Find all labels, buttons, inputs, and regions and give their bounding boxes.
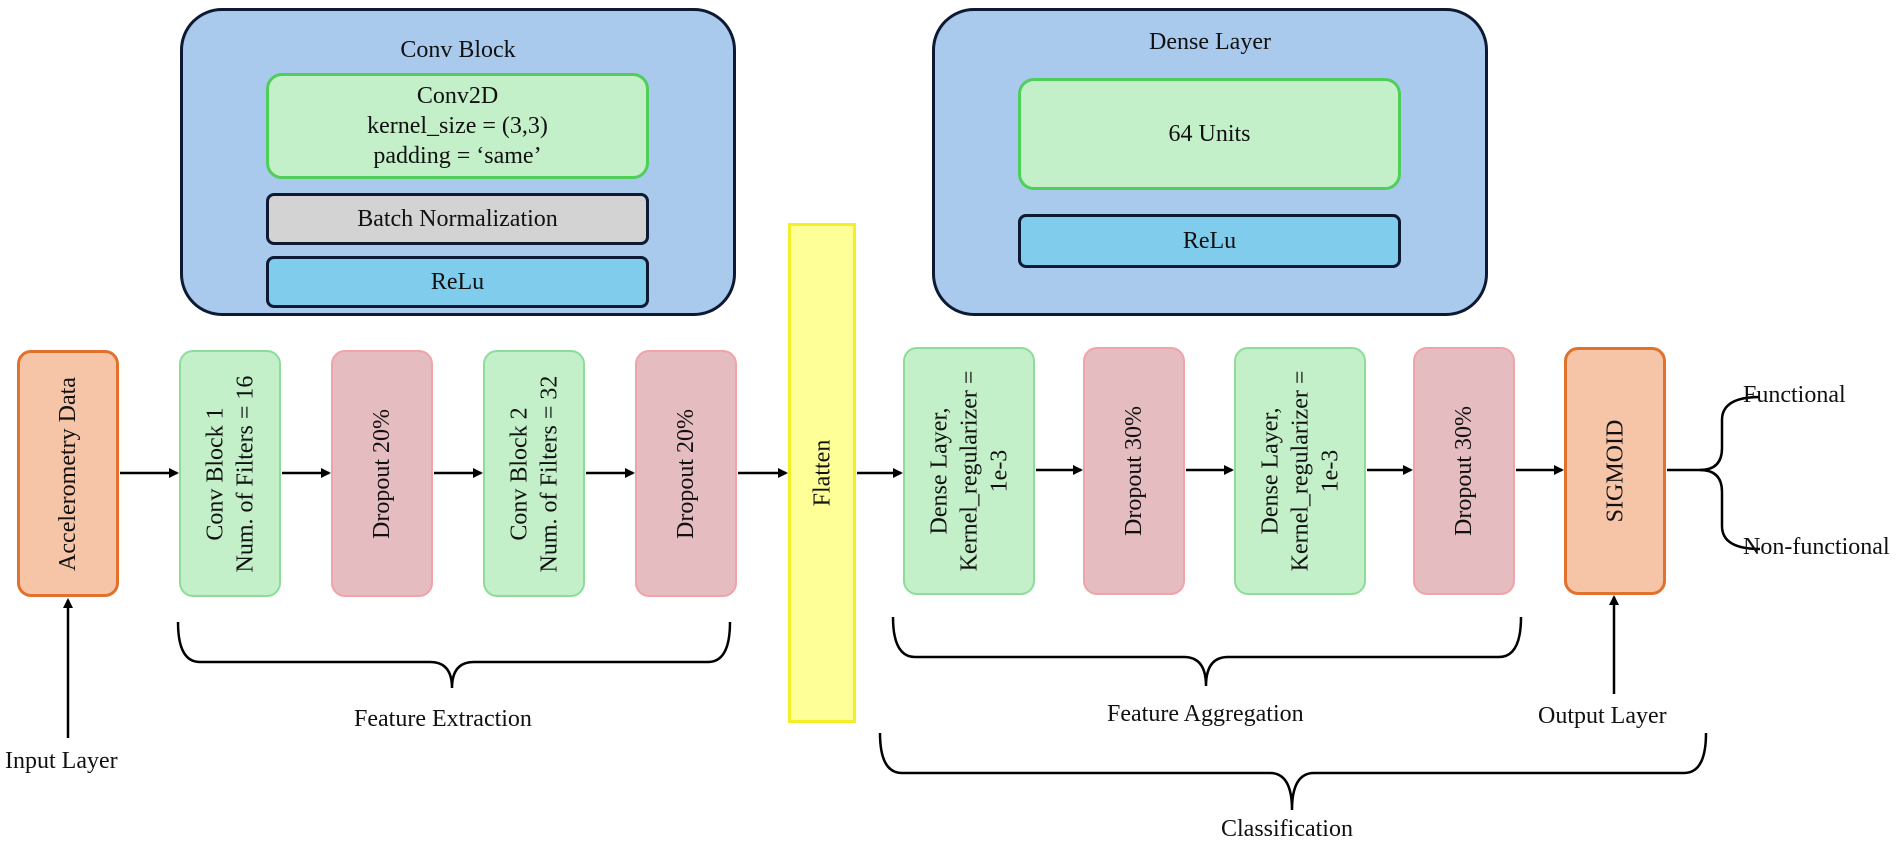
feature-aggregation-label: Feature Aggregation bbox=[1107, 701, 1304, 727]
dense-relu-box: ReLu bbox=[1018, 214, 1401, 268]
sigmoid-box: SIGMOID bbox=[1564, 347, 1666, 595]
accelerometry-data-box: Accelerometry Data bbox=[17, 350, 119, 597]
conv2d-line-1: Conv2D bbox=[416, 83, 499, 109]
brace-classification bbox=[878, 732, 1708, 811]
dense-units-box: 64 Units bbox=[1018, 78, 1401, 190]
conv2d-line-2: kernel_size = (3,3) bbox=[367, 113, 548, 139]
conv-block-title: Conv Block bbox=[400, 37, 516, 63]
feature-extraction-label: Feature Extraction bbox=[354, 706, 532, 732]
dropout-2-box: Dropout 20% bbox=[635, 350, 737, 597]
dropout-4-box: Dropout 30% bbox=[1413, 347, 1515, 595]
output-layer-label: Output Layer bbox=[1538, 703, 1667, 729]
brace-feature-aggregation bbox=[891, 616, 1523, 687]
flatten-box: Flatten bbox=[788, 223, 856, 723]
conv-block-2-box: Conv Block 2 Num. of Filters = 32 bbox=[483, 350, 585, 597]
dense-layer-1-box: Dense Layer, Kernel_regularizer = 1e-3 bbox=[903, 347, 1035, 595]
dense-relu-label: ReLu bbox=[1182, 228, 1237, 254]
dropout-3-box: Dropout 30% bbox=[1083, 347, 1185, 595]
conv-block-1-box: Conv Block 1 Num. of Filters = 16 bbox=[179, 350, 281, 597]
dense-layer-title: Dense Layer bbox=[1149, 29, 1271, 55]
output-functional-label: Functional bbox=[1743, 382, 1846, 408]
output-non-functional-label: Non-functional bbox=[1743, 534, 1890, 560]
batch-normalization-label: Batch Normalization bbox=[357, 206, 558, 232]
conv-relu-label: ReLu bbox=[430, 269, 485, 295]
brace-outputs bbox=[1699, 395, 1761, 551]
batch-normalization-box: Batch Normalization bbox=[266, 193, 649, 245]
dropout-1-box: Dropout 20% bbox=[331, 350, 433, 597]
conv2d-line-3: padding = ‘same’ bbox=[373, 143, 542, 169]
conv-relu-box: ReLu bbox=[266, 256, 649, 308]
brace-feature-extraction bbox=[176, 621, 732, 689]
dense-units-label: 64 Units bbox=[1168, 121, 1251, 147]
input-layer-label: Input Layer bbox=[5, 748, 118, 774]
dense-layer-2-box: Dense Layer, Kernel_regularizer = 1e-3 bbox=[1234, 347, 1366, 595]
classification-label: Classification bbox=[1221, 816, 1353, 842]
conv2d-box: Conv2D kernel_size = (3,3) padding = ‘sa… bbox=[266, 73, 649, 179]
